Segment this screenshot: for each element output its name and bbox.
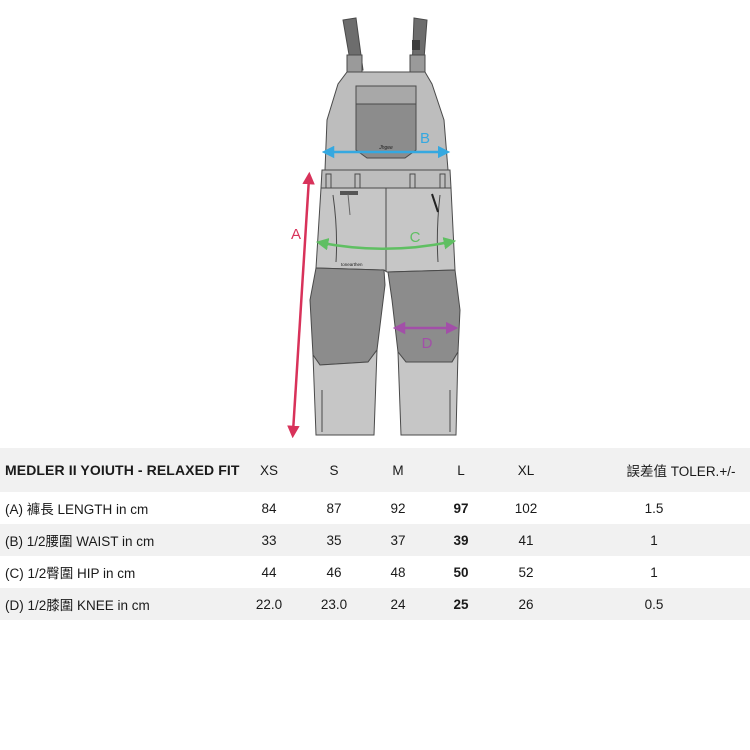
length-measure: A	[287, 171, 315, 439]
bib-front: Jhgee	[324, 71, 449, 171]
cell-xs: 84	[261, 500, 277, 516]
cell-tolerance: 1	[650, 564, 658, 580]
cell-xs: 22.0	[255, 596, 283, 612]
cell-tolerance: 0.5	[644, 596, 664, 612]
cell-xs: 44	[261, 564, 277, 580]
cell-xl: 52	[518, 564, 534, 580]
table-row: (D) 1/2膝圍 KNEE in cm 22.0 23.0 24 25 26 …	[0, 588, 750, 620]
cell-l: 97	[453, 500, 469, 516]
size-header-s: S	[329, 462, 339, 478]
size-chart-table: MEDLER II YOIUTH - RELAXED FIT XS S M L …	[0, 448, 750, 620]
cell-m: 24	[390, 596, 406, 612]
knee-measure: D	[392, 321, 459, 352]
pants-upper: tonearthen	[315, 187, 456, 273]
size-header-l: L	[457, 462, 465, 478]
row-label: (A) 褲長 LENGTH in cm	[5, 502, 149, 517]
cell-s: 35	[326, 532, 342, 548]
size-header-xl: XL	[517, 462, 535, 478]
table-title: MEDLER II YOIUTH - RELAXED FIT	[5, 462, 240, 478]
label-d: D	[422, 335, 433, 352]
waist-measure: B	[321, 130, 451, 159]
cell-m: 37	[390, 532, 406, 548]
cell-xl: 102	[514, 500, 538, 516]
cell-xl: 41	[518, 532, 534, 548]
lower-legs	[312, 348, 459, 436]
brand-label: tonearthen	[341, 262, 363, 267]
cell-tolerance: 1	[650, 532, 658, 548]
waistband	[320, 169, 452, 189]
cell-xs: 33	[261, 532, 277, 548]
cell-s: 87	[326, 500, 342, 516]
tolerance-header: 誤差值 TOLER.+/-	[626, 464, 736, 479]
table-header-row: MEDLER II YOIUTH - RELAXED FIT XS S M L …	[0, 448, 750, 492]
cell-l: 50	[453, 564, 469, 580]
hip-measure: C	[315, 229, 457, 251]
row-label: (D) 1/2膝圍 KNEE in cm	[5, 598, 150, 613]
bib-pants-diagram: Jhgee tonearthen A B	[287, 17, 461, 439]
cell-l: 39	[453, 532, 469, 548]
label-c: C	[410, 229, 421, 246]
label-a: A	[291, 226, 301, 243]
cell-m: 92	[390, 500, 406, 516]
cell-s: 46	[326, 564, 342, 580]
size-header-xs: XS	[259, 462, 278, 478]
row-label: (C) 1/2臀圍 HIP in cm	[5, 566, 136, 581]
label-b: B	[420, 130, 430, 147]
cell-tolerance: 1.5	[644, 500, 664, 516]
table-row: (A) 褲長 LENGTH in cm 84 87 92 97 102 1.5	[0, 492, 750, 524]
row-label: (B) 1/2腰圍 WAIST in cm	[5, 534, 155, 549]
table-row: (B) 1/2腰圍 WAIST in cm 33 35 37 39 41 1	[0, 524, 750, 556]
cell-s: 23.0	[320, 596, 348, 612]
size-header-m: M	[392, 462, 404, 478]
pocket-logo: Jhgee	[378, 145, 393, 151]
cell-l: 25	[453, 596, 469, 612]
table-row: (C) 1/2臀圍 HIP in cm 44 46 48 50 52 1	[0, 556, 750, 588]
knee-panels	[309, 267, 461, 366]
cell-m: 48	[390, 564, 406, 580]
shoulder-straps	[342, 17, 428, 78]
cell-xl: 26	[518, 596, 534, 612]
